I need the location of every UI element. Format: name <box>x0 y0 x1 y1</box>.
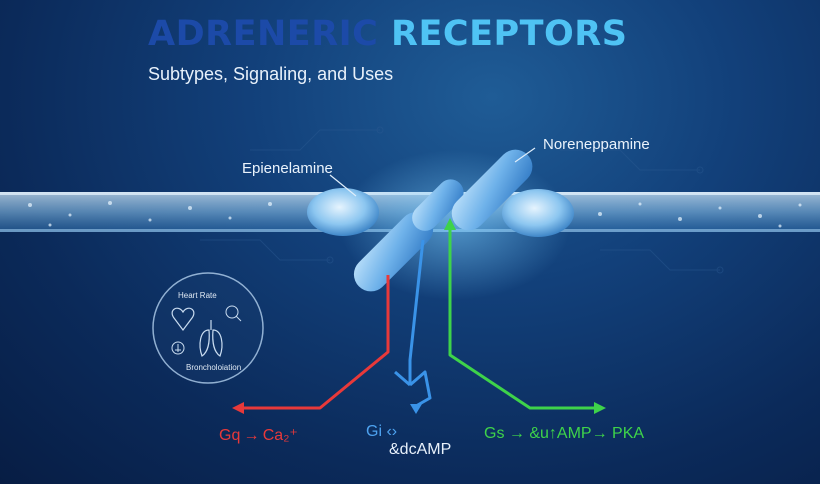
left-receptor-blob <box>307 188 379 236</box>
right-receptor-blob <box>502 189 574 237</box>
pathway-gq <box>232 275 390 414</box>
inset-label-bronchodilation: Broncholoiation <box>186 363 242 372</box>
ligand-label-left: Epienelamine <box>242 160 333 177</box>
bronchi-icon <box>171 341 185 355</box>
pathway-label-gi: Gi ‹› <box>366 423 398 440</box>
title-part-1: ADRENERIC <box>148 14 379 54</box>
receptor-protein <box>307 149 574 300</box>
circuit-background <box>200 126 724 274</box>
pathway-gs <box>444 218 606 414</box>
organ-inset-circle <box>152 272 264 384</box>
pathway-label-gs: Gs → &u↑AMP→ PKA <box>484 425 645 442</box>
ligand-label-right: Noreneppamine <box>543 136 650 153</box>
inset-label-heart-rate: Heart Rate <box>178 291 217 300</box>
title-part-2: RECEPTORS <box>391 14 628 54</box>
page-subtitle: Subtypes, Signaling, and Uses <box>148 64 394 84</box>
page-title: ADRENERIC RECEPTORS <box>148 14 627 54</box>
pathway-gi <box>394 239 432 414</box>
magnifier-icon <box>225 305 242 322</box>
pathway-label-gq: Gq → Ca₂⁺ <box>219 427 298 444</box>
lungs-icon <box>199 320 223 357</box>
heart-icon <box>171 307 195 331</box>
ligand-pointer-lines <box>329 147 536 197</box>
title-block: ADRENERIC RECEPTORS Subtypes, Signaling,… <box>148 14 627 85</box>
pathway-label-gi-sub: &dcAMP <box>389 441 452 458</box>
